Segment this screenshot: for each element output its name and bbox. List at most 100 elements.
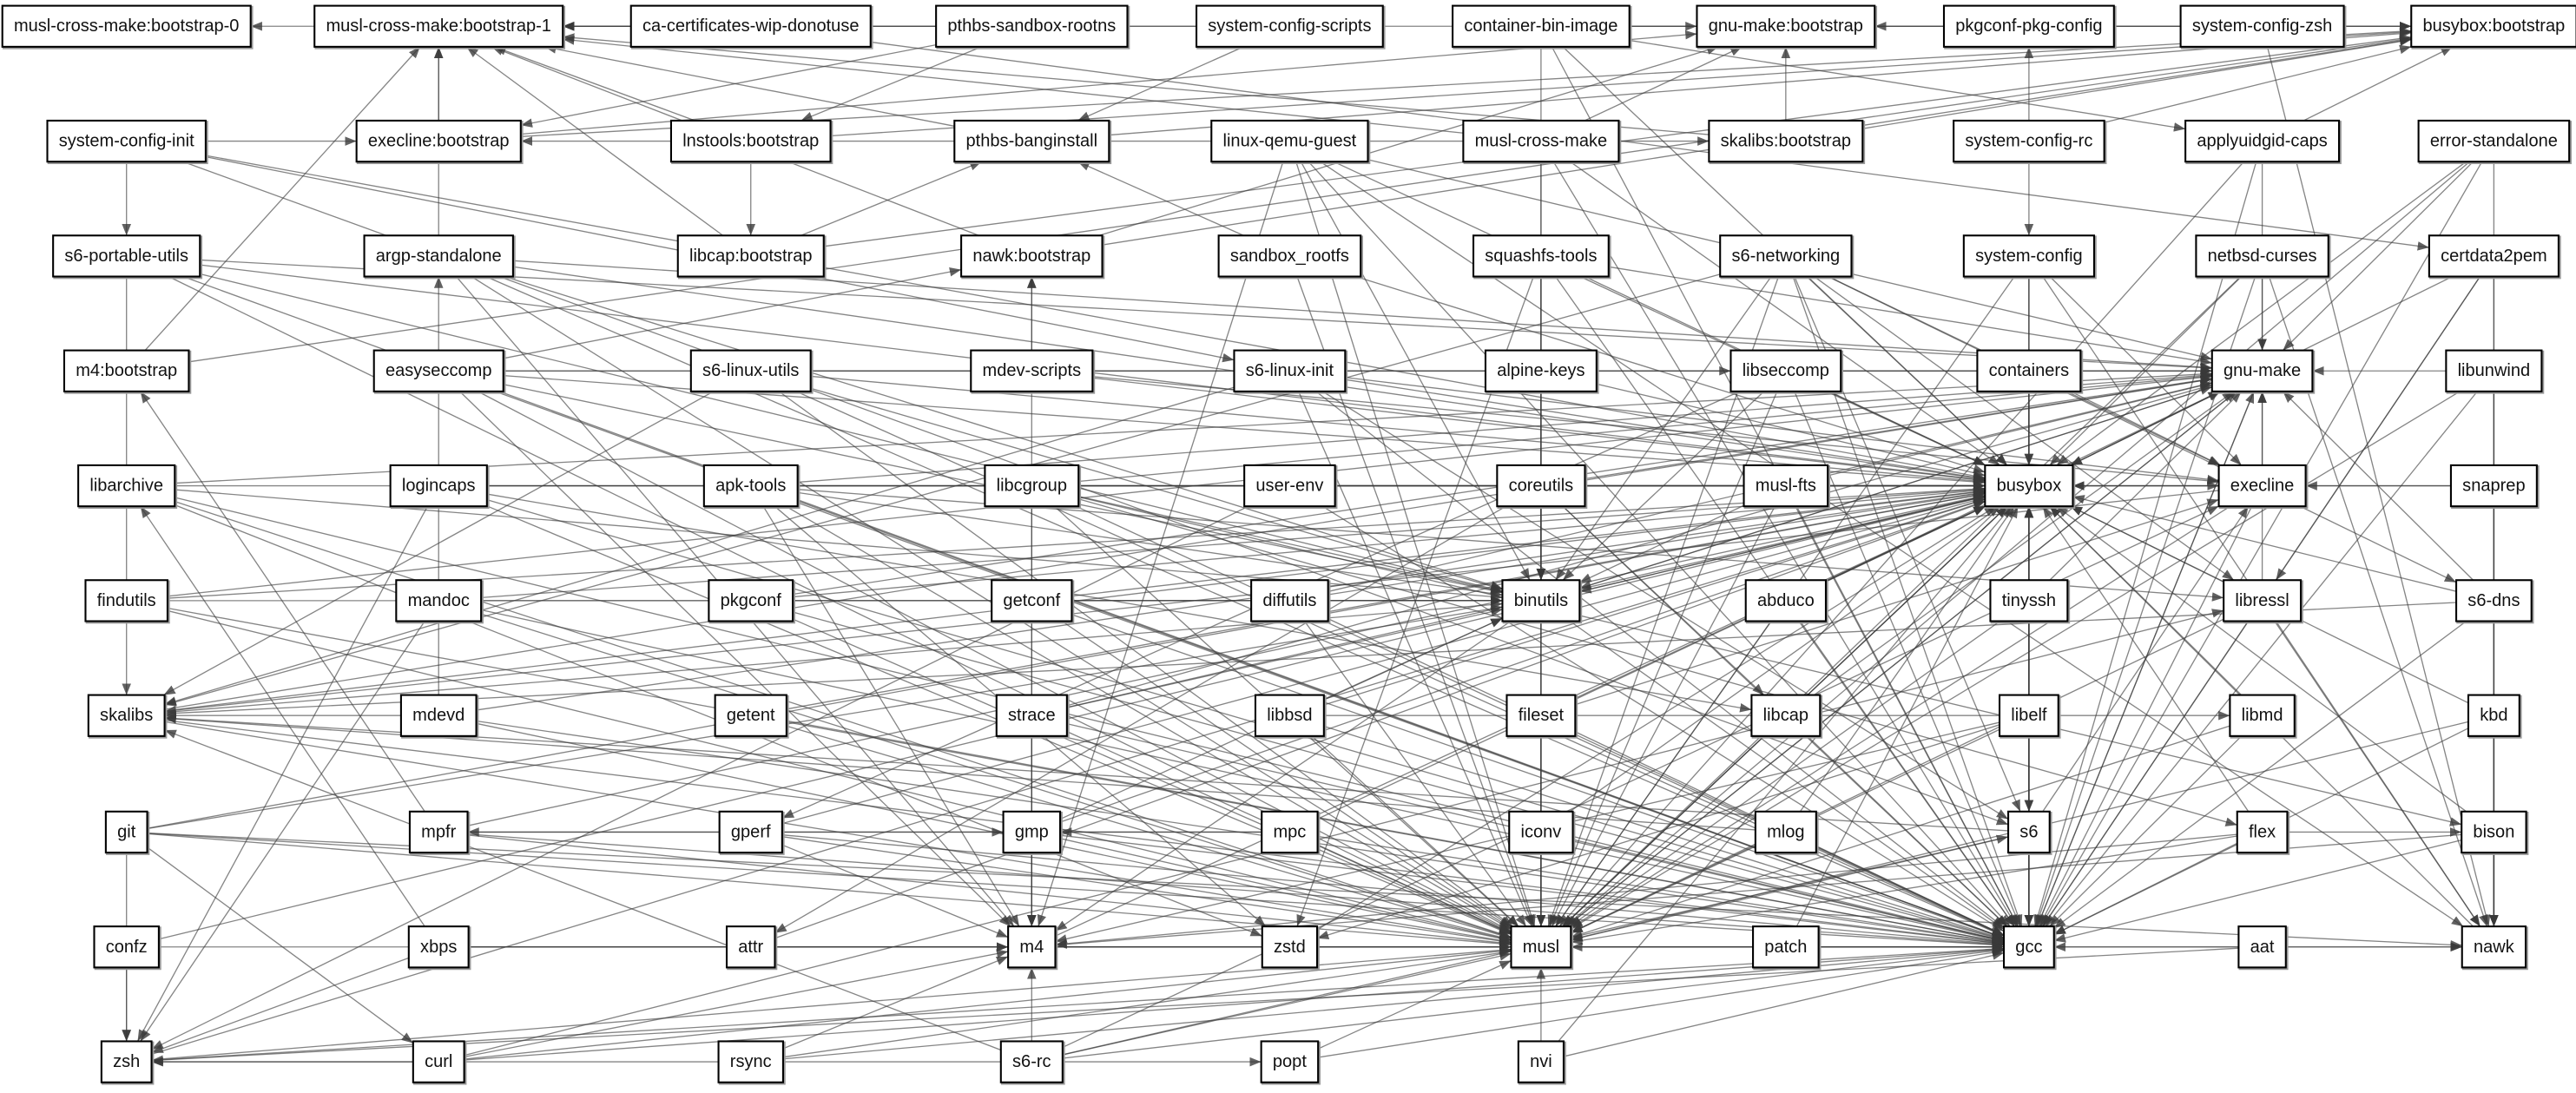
node[interactable]: s6-portable-utils (52, 234, 203, 280)
dependency-edge (147, 491, 1986, 829)
node[interactable]: bison (2461, 810, 2529, 855)
node[interactable]: gnu-make (2210, 349, 2316, 394)
node[interactable]: strace (995, 694, 1070, 739)
node[interactable]: getent (714, 694, 789, 739)
node[interactable]: kbd (2467, 694, 2522, 739)
node[interactable]: libcap (1750, 694, 1823, 739)
node[interactable]: binutils (1501, 579, 1583, 624)
node[interactable]: musl-cross-make:bootstrap-1 (313, 4, 566, 49)
node[interactable]: s6-linux-utils (689, 349, 814, 394)
node[interactable]: musl-cross-make (1462, 119, 1622, 165)
node[interactable]: mpc (1261, 810, 1321, 855)
node[interactable]: s6-linux-init (1233, 349, 1348, 394)
node[interactable]: linux-qemu-guest (1210, 119, 1371, 165)
node[interactable]: pkgconf-pkg-config (1942, 4, 2117, 49)
node[interactable]: confz (93, 925, 161, 971)
node[interactable]: musl-cross-make:bootstrap-0 (1, 4, 254, 49)
node[interactable]: attr (725, 925, 778, 971)
node[interactable]: s6-networking (1719, 234, 1855, 280)
node[interactable]: alpine-keys (1484, 349, 1599, 394)
node[interactable]: pthbs-sandbox-rootns (935, 4, 1130, 49)
node[interactable]: findutils (84, 579, 170, 624)
node[interactable]: libarchive (77, 464, 178, 510)
node[interactable]: patch (1752, 925, 1822, 971)
node[interactable]: s6-rc (999, 1040, 1065, 1085)
node[interactable]: libmd (2229, 694, 2297, 739)
node[interactable]: busybox (1984, 464, 2076, 510)
node[interactable]: argp-standalone (363, 234, 516, 280)
node[interactable]: fileset (1505, 694, 1578, 739)
node[interactable]: libelf (1998, 694, 2061, 739)
node[interactable]: skalibs:bootstrap (1708, 119, 1866, 165)
node[interactable]: zstd (1261, 925, 1320, 971)
node[interactable]: system-config-init (46, 119, 208, 165)
node[interactable]: netbsd-curses (2195, 234, 2331, 280)
node[interactable]: easyseccomp (372, 349, 506, 394)
node[interactable]: mpfr (408, 810, 471, 855)
node[interactable]: aat (2237, 925, 2289, 971)
node[interactable]: gnu-make:bootstrap (1696, 4, 1878, 49)
node[interactable]: nvi (1517, 1040, 1566, 1085)
node[interactable]: gcc (2003, 925, 2057, 971)
node[interactable]: gperf (718, 810, 785, 855)
node[interactable]: mdevd (399, 694, 479, 739)
node[interactable]: popt (1260, 1040, 1321, 1085)
node[interactable]: skalibs (87, 694, 168, 739)
node[interactable]: pthbs-banginstall (953, 119, 1112, 165)
node[interactable]: certdata2pem (2428, 234, 2561, 280)
node[interactable]: abduco (1744, 579, 1828, 624)
node[interactable]: system-config (1962, 234, 2097, 280)
node[interactable]: system-config-zsh (2179, 4, 2347, 49)
node[interactable]: git (104, 810, 150, 855)
node[interactable]: sandbox_rootfs (1217, 234, 1364, 280)
node[interactable]: rsync (717, 1040, 786, 1085)
node[interactable]: logincaps (389, 464, 490, 510)
node[interactable]: libunwind (2445, 349, 2545, 394)
node[interactable]: iconv (1508, 810, 1576, 855)
node[interactable]: snaprep (2449, 464, 2540, 510)
node[interactable]: coreutils (1496, 464, 1588, 510)
node-box (2217, 464, 2307, 508)
node[interactable]: system-config-scripts (1196, 4, 1386, 49)
node[interactable]: gmp (1002, 810, 1063, 855)
node[interactable]: container-bin-image (1452, 4, 1632, 49)
node[interactable]: tinyssh (1989, 579, 2071, 624)
node[interactable]: applyuidgid-caps (2184, 119, 2342, 165)
node[interactable]: flex (2236, 810, 2290, 855)
node[interactable]: s6-dns (2455, 579, 2534, 624)
node[interactable]: pkgconf (708, 579, 795, 624)
dependency-edge (810, 387, 1503, 591)
node[interactable]: diffutils (1250, 579, 1331, 624)
node[interactable]: system-config-rc (1953, 119, 2107, 165)
node[interactable]: musl-fts (1743, 464, 1830, 510)
node[interactable]: containers (1976, 349, 2084, 394)
node[interactable]: mdev-scripts (970, 349, 1096, 394)
node[interactable]: m4 (1007, 925, 1058, 971)
node[interactable]: libcap:bootstrap (676, 234, 827, 280)
node[interactable]: libcgroup (984, 464, 1082, 510)
node[interactable]: lnstools:bootstrap (669, 119, 833, 165)
dependency-edge (2282, 391, 2474, 581)
node[interactable]: nawk (2461, 925, 2528, 971)
node[interactable]: busybox:bootstrap (2410, 4, 2576, 49)
node[interactable]: mlog (1754, 810, 1819, 855)
node[interactable]: execline (2217, 464, 2309, 510)
node[interactable]: musl (1510, 925, 1574, 971)
node[interactable]: curl (412, 1040, 467, 1085)
node[interactable]: m4:bootstrap (63, 349, 192, 394)
node[interactable]: libressl (2223, 579, 2303, 624)
node[interactable]: libseccomp (1729, 349, 1844, 394)
node[interactable]: apk-tools (702, 464, 800, 510)
node[interactable]: user-env (1243, 464, 1338, 510)
node[interactable]: xbps (407, 925, 471, 971)
node[interactable]: libbsd (1254, 694, 1327, 739)
node[interactable]: mandoc (395, 579, 484, 624)
node[interactable]: nawk:bootstrap (960, 234, 1105, 280)
node[interactable]: squashfs-tools (1472, 234, 1611, 280)
node[interactable]: s6 (2007, 810, 2052, 855)
node[interactable]: zsh (100, 1040, 155, 1085)
node[interactable]: execline:bootstrap (355, 119, 524, 165)
node[interactable]: error-standalone (2417, 119, 2573, 165)
node[interactable]: getconf (991, 579, 1075, 624)
node[interactable]: ca-certificates-wip-donotuse (629, 4, 873, 49)
